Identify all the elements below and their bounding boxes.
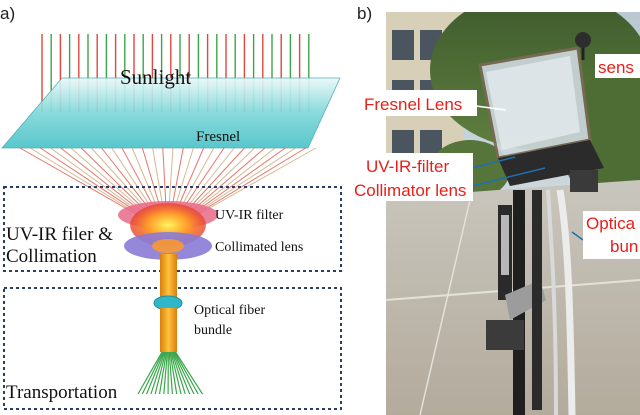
photo-cable	[546, 189, 558, 415]
collimated-beam-core	[152, 239, 184, 253]
fiber-strand	[172, 351, 191, 395]
fiber-strand	[141, 351, 164, 395]
section-filter-title-line1: UV-IR filer &	[6, 224, 113, 245]
optical-fiber-label-line2: bundle	[194, 323, 232, 338]
tracker-pole-2	[532, 190, 542, 410]
fresnel-lens-label-box	[361, 90, 477, 116]
panel-b-photo: Fresnel Lens UV-IR-filter Collimator len…	[352, 12, 640, 415]
optical-pointer-line	[571, 231, 584, 241]
sensor-label-box	[595, 54, 640, 78]
fresnel-pointer-line	[475, 105, 507, 111]
building-window	[392, 130, 414, 160]
optical-fiber-label-line1: Optical fiber	[194, 303, 265, 318]
photo-fiber-bundle	[556, 189, 576, 415]
uvir-filter-label: UV-IR filter	[215, 208, 284, 223]
uvir-pointer-line	[471, 156, 516, 169]
panel-a-label: a)	[0, 4, 16, 23]
fiber-bundle-fan	[137, 351, 204, 395]
building-window	[392, 30, 414, 60]
sun-sensor	[575, 32, 591, 48]
fiber-strand	[158, 351, 168, 395]
fresnel-lens-glass	[486, 56, 580, 150]
fresnel-lens-label: Fresnel Lens	[364, 95, 462, 114]
fiber-ring	[153, 295, 183, 311]
sunlight-label: Sunlight	[120, 65, 191, 89]
optical-label-line1: Optica	[586, 214, 636, 233]
fiber-strand	[169, 351, 178, 395]
actuator-rod	[501, 215, 509, 275]
section-transport-title: Transportation	[6, 382, 118, 403]
collimator-lens-label: Collimator lens	[354, 181, 466, 200]
fiber-strand	[174, 351, 204, 395]
optical-fiber-lower	[160, 308, 177, 352]
optical-fiber	[160, 254, 177, 299]
uvir-filter-photo-label: UV-IR-filter	[366, 157, 449, 176]
sensor-label: sens	[598, 58, 634, 77]
fiber-strand	[137, 351, 163, 395]
fresnel-label: Fresnel	[196, 129, 240, 145]
section-filter-title-line2: Collimation	[6, 246, 97, 267]
fiber-strand	[168, 351, 173, 395]
fiber-strand	[150, 351, 166, 395]
fiber-strand	[154, 351, 167, 395]
panel-b-label: b)	[357, 4, 373, 23]
fiber-strand	[170, 351, 182, 395]
fiber-strand	[173, 351, 195, 395]
fiber-strand	[146, 351, 165, 395]
uvir-filter-label-box	[363, 153, 473, 177]
fresnel-plate	[1, 77, 341, 149]
building-window	[420, 130, 442, 160]
optical-label-line2: bun	[610, 237, 638, 256]
tracker-motor	[486, 320, 524, 350]
optical-label-box	[583, 211, 640, 259]
concentrator-base	[498, 140, 604, 186]
collimator-lens-label-box	[352, 177, 473, 201]
collimator-pointer-line	[471, 167, 546, 187]
fiber-strand	[171, 351, 186, 395]
fiber-strand	[174, 351, 199, 395]
ground-line	[419, 199, 471, 415]
collimated-lens-label: Collimated lens	[215, 240, 303, 255]
mount-block	[570, 170, 598, 192]
fiber-strand	[163, 351, 168, 395]
panel-a: Sunlight Fresnel UV-IR filter Collimated…	[1, 34, 342, 410]
